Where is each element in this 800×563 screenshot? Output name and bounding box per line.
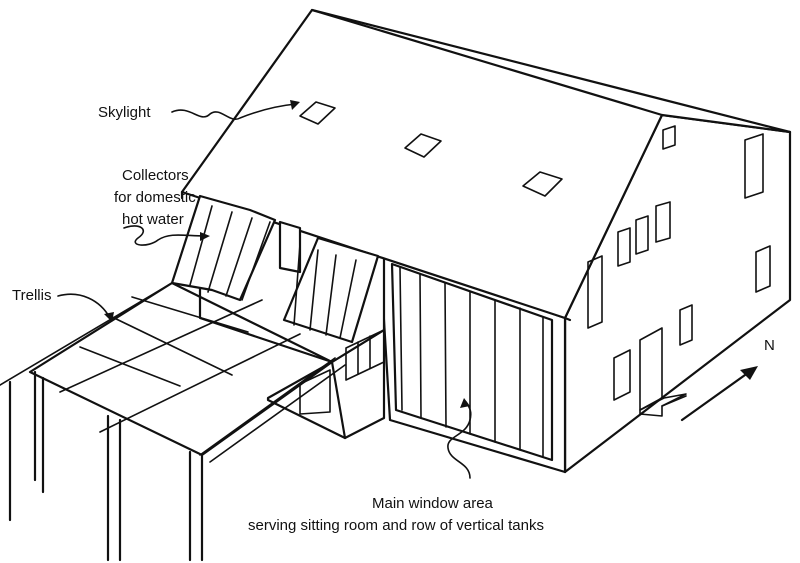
trellis (0, 281, 346, 562)
collectors-callout: Collectors for domestic hot water (114, 167, 210, 246)
collectors-label-line3: hot water (122, 211, 184, 228)
skylight-callout: Skylight (98, 100, 300, 121)
trellis-callout: Trellis (12, 287, 114, 322)
skylight-1 (299, 101, 336, 125)
collectors-label-line2: for domestic (114, 189, 196, 206)
main-window-area (390, 262, 554, 462)
skylights (299, 101, 563, 197)
gable-vent (662, 125, 676, 150)
trellis-label: Trellis (12, 287, 51, 304)
wing-openings (299, 329, 385, 415)
main-window-label-line1: Main window area (372, 495, 494, 512)
east-door (639, 327, 663, 411)
north-arrow: N (680, 337, 775, 422)
skylight-2 (404, 133, 442, 158)
east-wall-openings (587, 125, 771, 417)
north-label: N (764, 337, 775, 354)
main-roof (180, 8, 792, 322)
main-window-label-line2: serving sitting room and row of vertical… (248, 517, 544, 534)
skylight-label: Skylight (98, 104, 151, 121)
main-window-callout: Main window area serving sitting room an… (248, 398, 544, 534)
solar-collectors (170, 194, 380, 344)
collectors-label-line1: Collectors (122, 167, 189, 184)
skylight-3 (522, 171, 563, 197)
